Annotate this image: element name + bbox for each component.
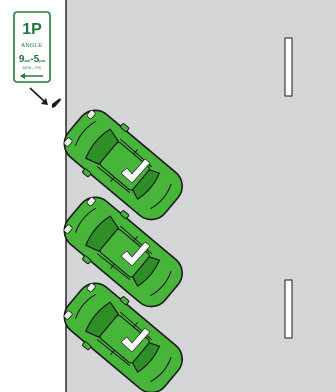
sign-days: MON – FRI <box>23 66 41 70</box>
lane-line-icon <box>285 38 292 96</box>
lane-line-icon <box>285 280 292 338</box>
sign-title: 1P <box>22 21 42 38</box>
parking-sign: 1P ANGLE 9am-5pm MON – FRI <box>14 12 50 82</box>
sign-subtitle: ANGLE <box>21 43 42 49</box>
